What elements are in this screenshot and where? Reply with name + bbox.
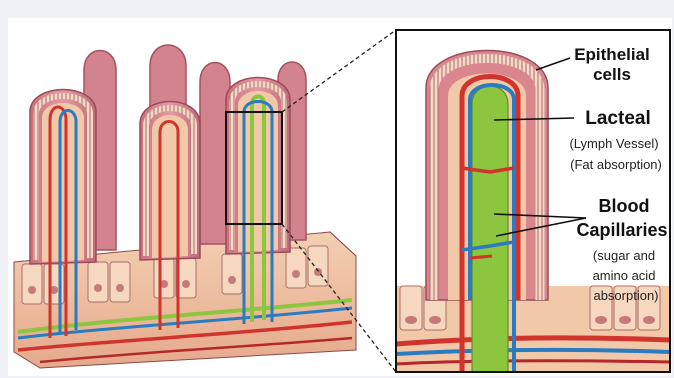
label-blood-sub1: (sugar and <box>593 248 655 263</box>
zoom-lacteal <box>472 86 508 372</box>
label-blood-line1: Blood <box>599 196 650 216</box>
label-blood-sub2: amino acid <box>593 268 656 283</box>
villus-core-2 <box>152 115 188 258</box>
label-lacteal-sub2: (Fat absorption) <box>570 157 662 172</box>
label-lacteal: Lacteal <box>585 108 650 129</box>
tissue-block <box>14 45 356 368</box>
label-blood-line2: Capillaries <box>576 220 667 240</box>
label-epithelial-line1: Epithelial <box>574 45 650 64</box>
zoom-capillary-link-3 <box>470 256 492 258</box>
label-epithelial-line2: cells <box>593 65 631 84</box>
label-blood-sub3: absorption) <box>593 288 658 303</box>
label-lacteal-sub1: (Lymph Vessel) <box>569 136 658 151</box>
villus-core-1 <box>42 103 84 262</box>
